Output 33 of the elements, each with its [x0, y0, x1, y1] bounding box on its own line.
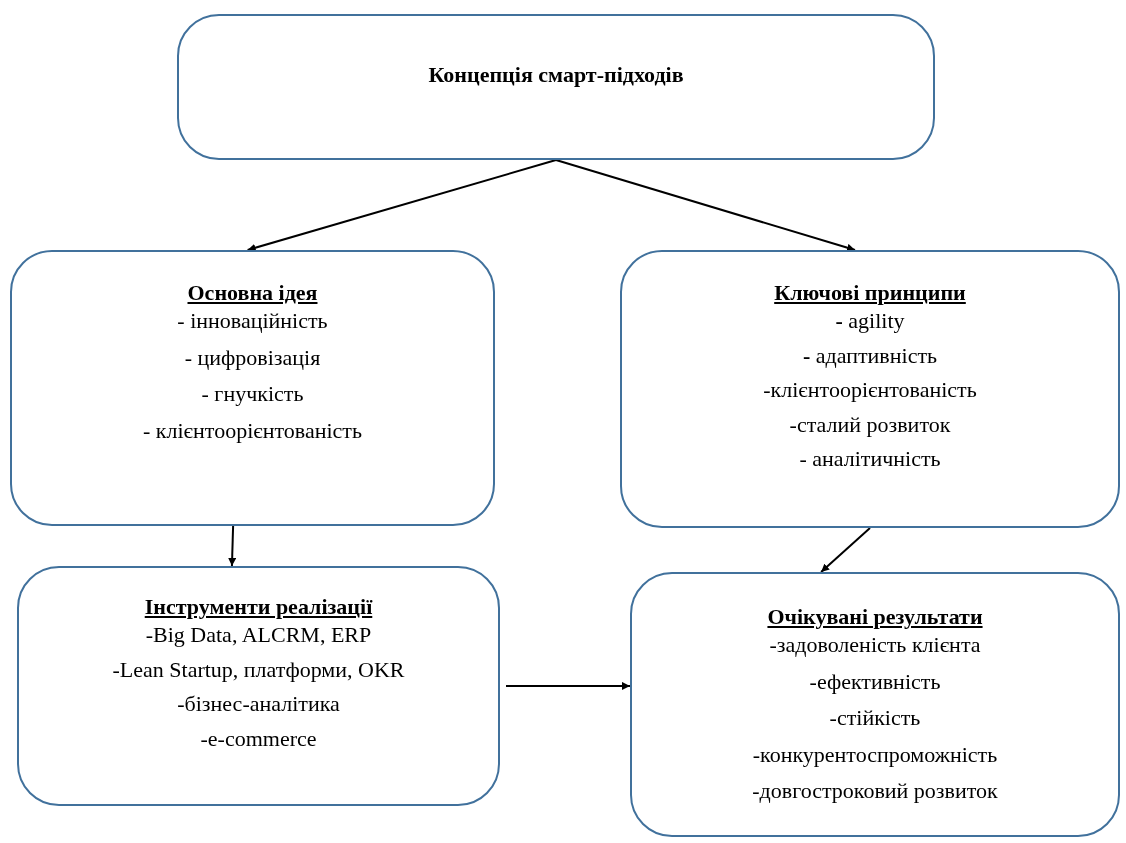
box-heading: Основна ідея	[187, 280, 318, 307]
rounded-box	[10, 250, 495, 526]
list-item: -e-commerce	[200, 725, 317, 752]
box-heading: Очікувані результати	[767, 604, 983, 631]
list-item: -сталий розвиток	[789, 411, 951, 438]
rounded-box	[630, 572, 1120, 837]
list-item: - гнучкість	[201, 381, 304, 408]
list-item: -Lean Startup, платформи, OKR	[112, 656, 405, 684]
list-item: - agility	[835, 308, 905, 335]
list-item: -конкурентоспроможність	[752, 741, 998, 768]
list-item: - клієнтоорієнтованість	[143, 417, 362, 444]
list-item: -стійкість	[829, 705, 921, 732]
box-heading: Ключові принципи	[774, 280, 966, 307]
list-item: -ефективність	[809, 668, 941, 696]
arrow	[820, 527, 871, 573]
list-item: - інноваційність	[177, 308, 328, 335]
rounded-box	[620, 250, 1120, 528]
rounded-box	[17, 566, 500, 806]
arrow	[505, 681, 631, 690]
list-item: - цифровізація	[184, 344, 321, 372]
box-heading: Інструменти реалізації	[144, 594, 373, 621]
list-item: -задоволеність клієнта	[769, 632, 981, 659]
list-item: -довгостроковий розвиток	[752, 777, 998, 805]
list-item: - адаптивність	[802, 342, 938, 370]
list-item: -Big Data, ALCRM, ERP	[145, 622, 372, 649]
arrow	[228, 525, 237, 567]
list-item: - аналітичність	[799, 445, 941, 473]
arrow	[246, 159, 557, 252]
list-item: -клієнтоорієнтованість	[763, 377, 977, 404]
list-item: -бізнес-аналітика	[177, 691, 340, 718]
arrow	[555, 159, 856, 252]
box-title: Концепція смарт-підходів	[428, 62, 684, 89]
rounded-box	[177, 14, 935, 160]
